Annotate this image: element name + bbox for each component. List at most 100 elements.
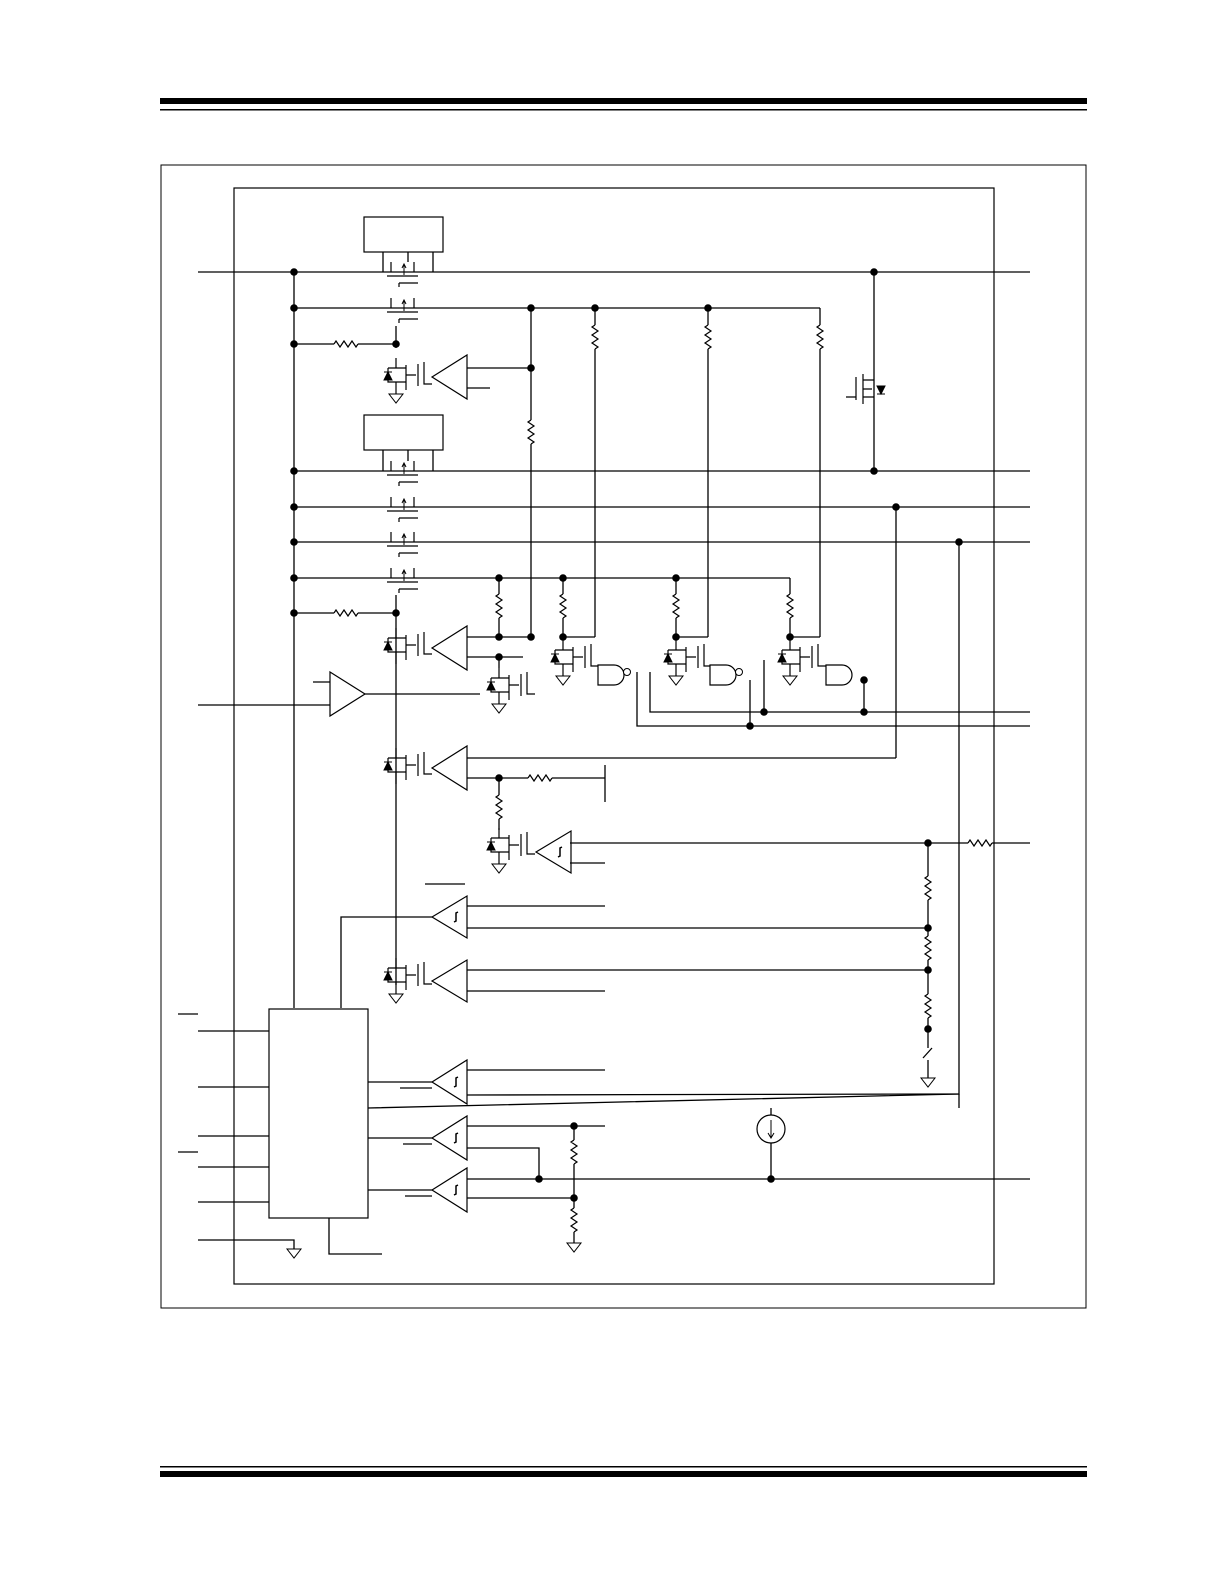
- pull-down-transistor: [550, 640, 599, 676]
- fet-body: [387, 358, 432, 394]
- fet-body: [387, 532, 418, 557]
- resistor: [785, 593, 795, 619]
- junction-dot: [527, 633, 535, 641]
- resistor-zigzag: [967, 838, 993, 848]
- ground-icon: [919, 1077, 937, 1088]
- junction-dot: [786, 633, 794, 641]
- resistor-zigzag: [590, 324, 600, 350]
- fet-body: [387, 958, 432, 994]
- gate-body: [597, 664, 625, 686]
- pull-down-transistor: [383, 358, 432, 394]
- resistor: [526, 419, 536, 445]
- logic-gate: [825, 664, 853, 686]
- ground-icon: [387, 993, 405, 1004]
- pass-transistor: [387, 568, 418, 593]
- pull-down-transistor: [383, 628, 432, 664]
- resistor: [923, 935, 933, 961]
- wire: [636, 672, 1030, 727]
- wire: [340, 916, 432, 1008]
- fet-body: [387, 748, 432, 784]
- body-diode-icon: [383, 970, 393, 981]
- fet-body: [387, 568, 418, 593]
- current-source-icon: [756, 1114, 786, 1144]
- resistor: [527, 773, 553, 783]
- amplifier-triangle: [430, 958, 468, 1004]
- body-diode-icon: [486, 840, 496, 851]
- pass-transistor: [387, 461, 418, 486]
- resistor-zigzag: [671, 593, 681, 619]
- amplifier-triangle: [430, 894, 468, 940]
- hysteresis-icon: [453, 911, 459, 923]
- logic-gate: [597, 664, 631, 686]
- junction-dot: [290, 467, 298, 475]
- hysteresis-icon: [557, 846, 563, 858]
- fet-body: [387, 461, 418, 486]
- wire: [649, 672, 1030, 713]
- inverter-bubble: [623, 668, 631, 676]
- ground-triangle: [387, 393, 405, 404]
- body-diode-icon: [486, 680, 496, 691]
- wire: [922, 1047, 933, 1059]
- fet-body: [490, 668, 535, 704]
- junction-dot: [290, 503, 298, 511]
- ground-triangle: [667, 675, 685, 686]
- fet-arrow: [401, 461, 407, 474]
- amplifier-triangle: [534, 829, 572, 875]
- charge-pump-block-1: [363, 216, 444, 253]
- ground-triangle: [554, 675, 572, 686]
- junction-dot: [290, 304, 298, 312]
- amplifier-triangle: [430, 353, 468, 401]
- resistor: [703, 324, 713, 350]
- ground-triangle: [490, 863, 508, 874]
- resistor: [967, 838, 993, 848]
- wire: [367, 542, 960, 1109]
- gate-body: [709, 664, 737, 686]
- pass-transistor: [387, 532, 418, 557]
- device-outline: [233, 187, 995, 1285]
- junction-dot: [870, 467, 878, 475]
- resistor: [569, 1139, 579, 1165]
- gate-body: [825, 664, 853, 686]
- resistor-zigzag: [527, 773, 553, 783]
- error-amplifier-4: [430, 958, 468, 1004]
- fet-arrow: [401, 298, 407, 311]
- junction-dot: [290, 538, 298, 546]
- fet-arrow: [401, 497, 407, 510]
- wire: [198, 1239, 295, 1249]
- control-logic-block: [268, 1008, 369, 1219]
- resistor: [671, 593, 681, 619]
- resistor-zigzag: [923, 875, 933, 901]
- pull-down-transistor: [486, 828, 535, 864]
- fet-arrow: [401, 568, 407, 581]
- output-transistor: [846, 374, 886, 404]
- ground-triangle: [565, 1242, 583, 1253]
- resistor-zigzag: [494, 593, 504, 619]
- hysteresis-icon: [453, 1184, 459, 1196]
- pull-down-transistor: [663, 640, 712, 676]
- inverter-bubble: [735, 668, 743, 676]
- fet-body: [554, 640, 599, 676]
- fet-body: [667, 640, 712, 676]
- resistor-zigzag: [494, 794, 504, 820]
- header-rule: [160, 98, 1087, 111]
- body-diode-icon: [777, 652, 787, 663]
- ground-icon: [554, 675, 572, 686]
- fet-body: [846, 374, 874, 404]
- error-amplifier-2: [430, 624, 468, 672]
- ground-triangle: [387, 993, 405, 1004]
- comparator-2: [430, 894, 468, 940]
- pass-transistor: [387, 298, 418, 323]
- pass-transistor: [387, 497, 418, 522]
- junction-dot: [860, 676, 868, 684]
- hysteresis-icon: [453, 1076, 459, 1088]
- resistor-zigzag: [923, 935, 933, 961]
- junction-dot: [290, 340, 298, 348]
- comparator-4: [430, 1114, 468, 1162]
- fet-body: [490, 828, 535, 864]
- junction-dot: [924, 966, 932, 974]
- ground-triangle: [919, 1077, 937, 1088]
- ground-triangle: [285, 1248, 303, 1259]
- body-diode-icon: [876, 385, 886, 396]
- resistor-zigzag: [333, 608, 359, 618]
